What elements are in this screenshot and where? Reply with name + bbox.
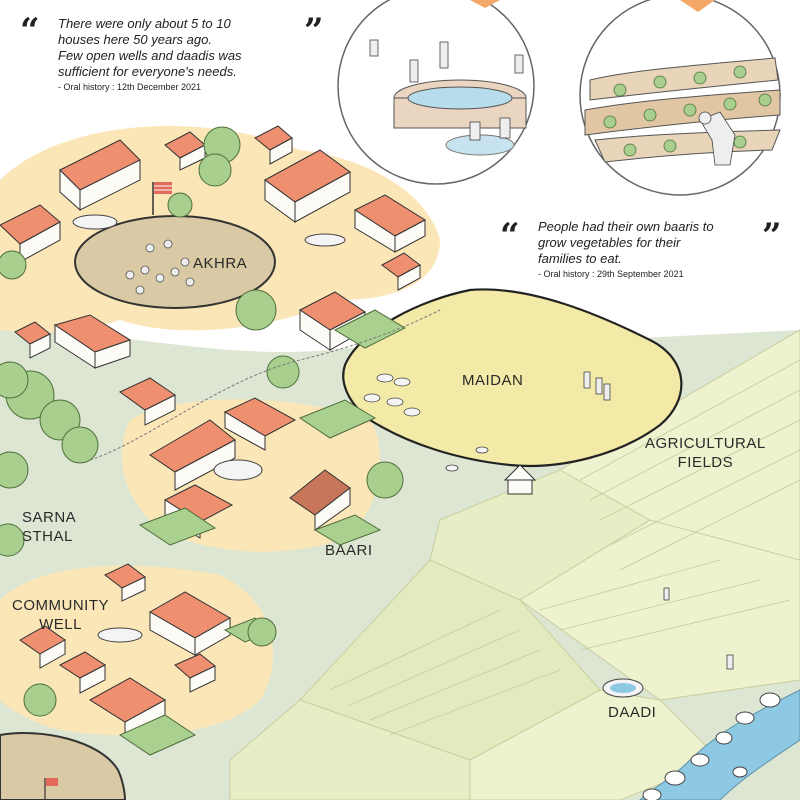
house — [264, 149, 351, 223]
vignette-baari-scene — [579, 0, 781, 196]
house — [149, 419, 236, 491]
close-quote-mark: ” — [304, 11, 324, 51]
quote-1-line-3: Few open wells and daadis was — [58, 48, 242, 63]
open-quote-mark: “ — [500, 216, 520, 256]
vignette-well-scene — [337, 0, 535, 185]
house — [19, 625, 66, 669]
quote-1-line-1: There were only about 5 to 10 — [58, 16, 231, 31]
house — [119, 377, 176, 426]
agricultural-fields-label: AGRICULTURAL FIELDS — [645, 434, 766, 472]
quote-2-line-2: grow vegetables for their — [538, 235, 681, 250]
house — [289, 469, 351, 531]
fence-line — [89, 309, 441, 461]
akhra-figures — [125, 239, 195, 295]
house — [89, 677, 166, 738]
house — [353, 194, 426, 253]
open-quote-mark: “ — [20, 11, 40, 51]
sarna-sthal-label: SARNA STHAL — [22, 508, 76, 546]
trees — [0, 126, 404, 717]
houses — [0, 125, 426, 738]
agricultural-fields-line-1: AGRICULTURAL — [645, 435, 766, 452]
maidan-cattle — [363, 373, 489, 472]
baari-label: BAARI — [325, 542, 373, 559]
house — [254, 125, 293, 165]
house — [59, 651, 106, 694]
sarna-sthal-line-1: SARNA — [22, 509, 77, 526]
quote-2-text: People had their own baaris to grow vege… — [538, 219, 756, 267]
akhra-label: AKHRA — [193, 255, 248, 272]
maidan-figures — [583, 371, 611, 401]
agricultural-fields-line-2: FIELDS — [677, 454, 734, 471]
house — [104, 563, 146, 602]
maidan-label: MAIDAN — [462, 372, 524, 389]
quote-2-source: - Oral history : 29th September 2021 — [538, 269, 684, 279]
house — [381, 252, 421, 291]
quote-1-line-4: sufficient for everyone's needs. — [58, 64, 237, 79]
quote-2-line-1: People had their own baaris to — [538, 219, 714, 234]
close-quote-mark: ” — [762, 216, 782, 256]
south-flag — [44, 778, 58, 800]
house — [223, 397, 297, 451]
daadi-water — [610, 683, 636, 693]
house — [148, 591, 232, 656]
quote-1-source: - Oral history : 12th December 2021 — [58, 82, 202, 92]
community-well-line-1: COMMUNITY — [12, 597, 109, 614]
hut — [503, 464, 537, 495]
wells — [72, 214, 644, 698]
sarna-ground-south — [0, 732, 127, 800]
house — [59, 139, 141, 212]
quote-1-text: There were only about 5 to 10 houses her… — [58, 16, 314, 80]
river-stones — [642, 692, 781, 800]
community-well-label: COMMUNITY WELL — [12, 596, 109, 634]
community-well-line-2: WELL — [39, 616, 82, 633]
house — [14, 321, 51, 359]
sarna-flag — [152, 182, 172, 215]
daadi-label: DAADI — [608, 704, 657, 721]
house — [53, 314, 132, 369]
quote-2-line-3: families to eat. — [538, 251, 622, 266]
house — [174, 653, 216, 693]
maidan-ground — [342, 288, 683, 468]
agricultural-fields — [229, 329, 800, 800]
quote-1-line-2: houses here 50 years ago. — [58, 32, 212, 47]
sarna-sthal-line-2: STHAL — [22, 528, 73, 545]
field-figures — [663, 587, 734, 670]
